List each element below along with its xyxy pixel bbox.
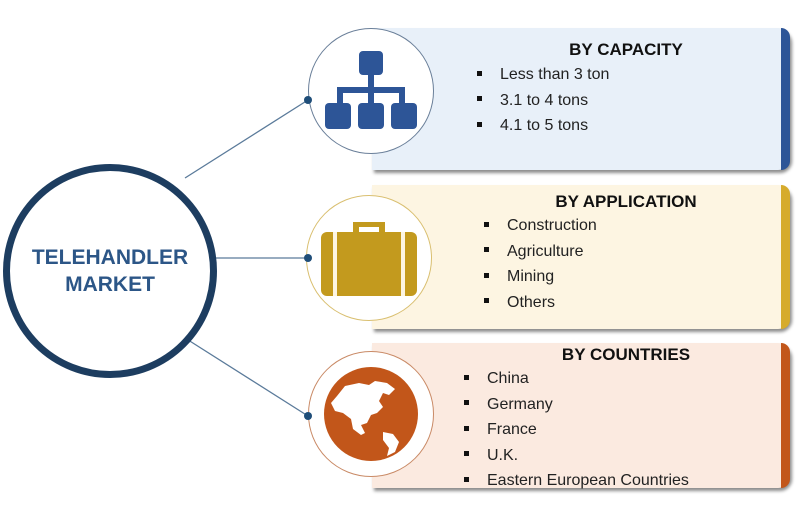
globe-icon (324, 367, 418, 461)
panel-accent-bar (781, 185, 790, 329)
application-icon-circle (306, 195, 432, 321)
item-list: Less than 3 ton 3.1 to 4 tons 4.1 to 5 t… (477, 62, 609, 139)
panel-title: BY COUNTRIES (561, 345, 691, 364)
panel-title: BY CAPACITY (569, 40, 683, 59)
panel-accent-bar (781, 343, 790, 488)
connector-countries (184, 337, 309, 417)
list-item: China (464, 366, 689, 392)
panel-by-countries: BY COUNTRIES China Germany France U.K. E… (372, 343, 790, 489)
list-item: Less than 3 ton (477, 62, 609, 88)
list-item: Germany (464, 392, 689, 418)
item-list: Construction Agriculture Mining Others (484, 213, 597, 315)
briefcase-icon (321, 222, 417, 296)
panel-title: BY APPLICATION (555, 192, 697, 211)
center-title-line1: TELEHANDLER (31, 246, 189, 269)
panel-by-application: BY APPLICATION Construction Agriculture … (372, 185, 790, 329)
hierarchy-icon (325, 51, 417, 129)
list-item: Agriculture (484, 239, 597, 265)
panel-accent-bar (781, 28, 790, 170)
connector-dot (304, 254, 312, 262)
capacity-icon-circle (308, 28, 434, 154)
panel-by-capacity: BY CAPACITY Less than 3 ton 3.1 to 4 ton… (372, 28, 790, 170)
center-circle: TELEHANDLER MARKET (3, 164, 217, 378)
list-item: U.K. (464, 443, 689, 469)
list-item: Mining (484, 264, 597, 290)
connector-capacity (184, 99, 309, 179)
list-item: France (464, 417, 689, 443)
item-list: China Germany France U.K. Eastern Europe… (464, 366, 689, 494)
center-title-line2: MARKET (65, 273, 155, 296)
connector-dot (304, 96, 312, 104)
list-item: 4.1 to 5 tons (477, 113, 609, 139)
list-item: 3.1 to 4 tons (477, 88, 609, 114)
list-item: Construction (484, 213, 597, 239)
list-item: Eastern European Countries (464, 468, 689, 494)
connector-dot (304, 412, 312, 420)
list-item: Others (484, 290, 597, 316)
countries-icon-circle (308, 351, 434, 477)
